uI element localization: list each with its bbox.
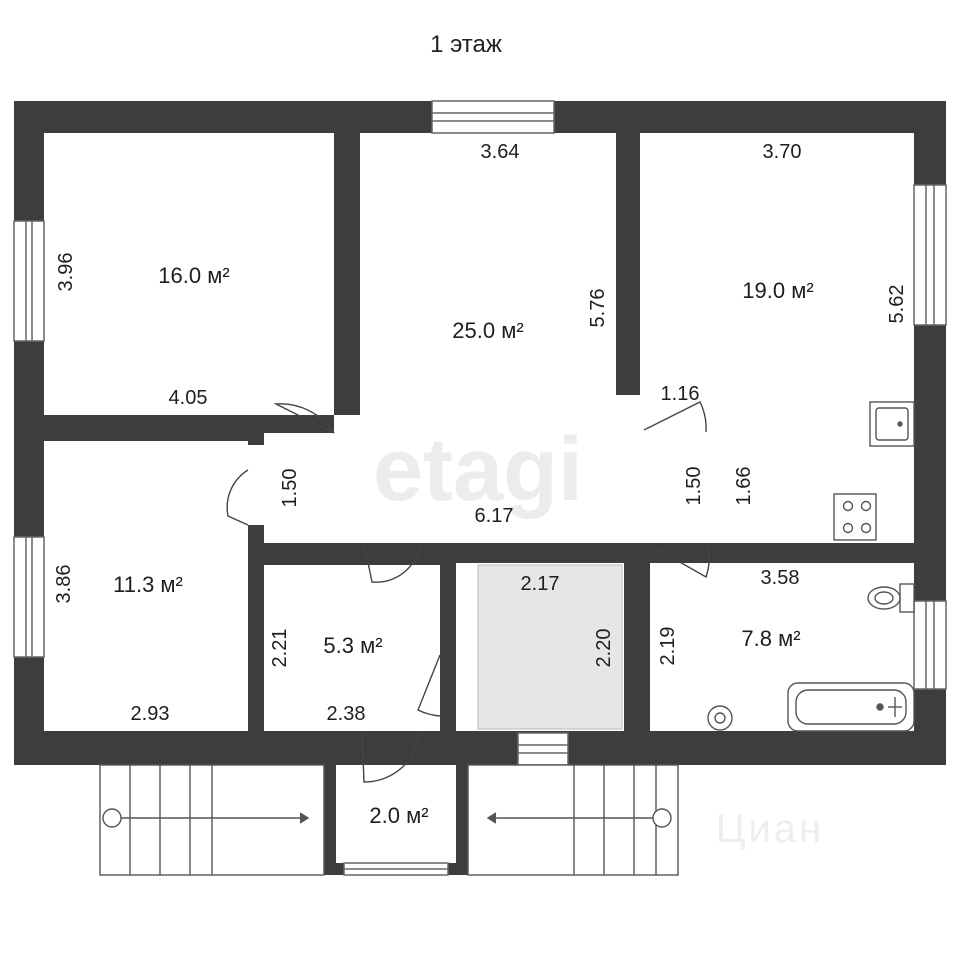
room-area-7: 7.8 м² xyxy=(741,626,800,651)
room-area-2: 2.0 м² xyxy=(369,803,428,828)
dim-label: 1.66 xyxy=(733,467,755,506)
dim-label: 1.50 xyxy=(279,469,301,508)
dim-label: 2.21 xyxy=(269,629,291,668)
dim-label: 3.96 xyxy=(55,253,77,292)
dim-label: 2.38 xyxy=(327,703,366,725)
room-area-11: 11.3 м² xyxy=(113,572,183,597)
dim-label: 2.19 xyxy=(657,627,679,666)
dim-label: 1.50 xyxy=(683,467,705,506)
storage-room xyxy=(477,564,623,730)
dim-label: 5.62 xyxy=(886,285,908,324)
dim-label: 2.93 xyxy=(131,703,170,725)
porch-stairs xyxy=(99,764,679,876)
dim-label: 3.64 xyxy=(481,141,520,163)
stove-icon xyxy=(833,493,877,541)
dim-label: 2.17 xyxy=(521,573,560,595)
bathtub-icon xyxy=(787,682,915,732)
dim-label: 3.58 xyxy=(761,567,800,589)
washbasin-icon xyxy=(707,705,733,731)
room-area-5: 5.3 м² xyxy=(323,633,382,658)
dim-label: 2.20 xyxy=(593,629,615,668)
dim-label: 5.76 xyxy=(587,289,609,328)
room-floors xyxy=(44,133,914,863)
watermark-secondary: Циан xyxy=(716,807,824,851)
room-area-16: 16.0 м² xyxy=(158,263,229,288)
dim-label: 6.17 xyxy=(475,505,514,527)
dim-label: 1.16 xyxy=(661,383,700,405)
windows xyxy=(13,100,947,876)
watermark: etagi xyxy=(373,420,583,520)
floor-title: 1 этаж xyxy=(430,31,502,58)
dim-label: 3.70 xyxy=(763,141,802,163)
dim-label: 4.05 xyxy=(169,387,208,409)
room-area-19: 19.0 м² xyxy=(742,278,813,303)
fixtures xyxy=(707,401,915,732)
toilet-icon xyxy=(867,583,915,613)
dim-label: 3.86 xyxy=(53,565,75,604)
room-area-25: 25.0 м² xyxy=(452,318,523,343)
